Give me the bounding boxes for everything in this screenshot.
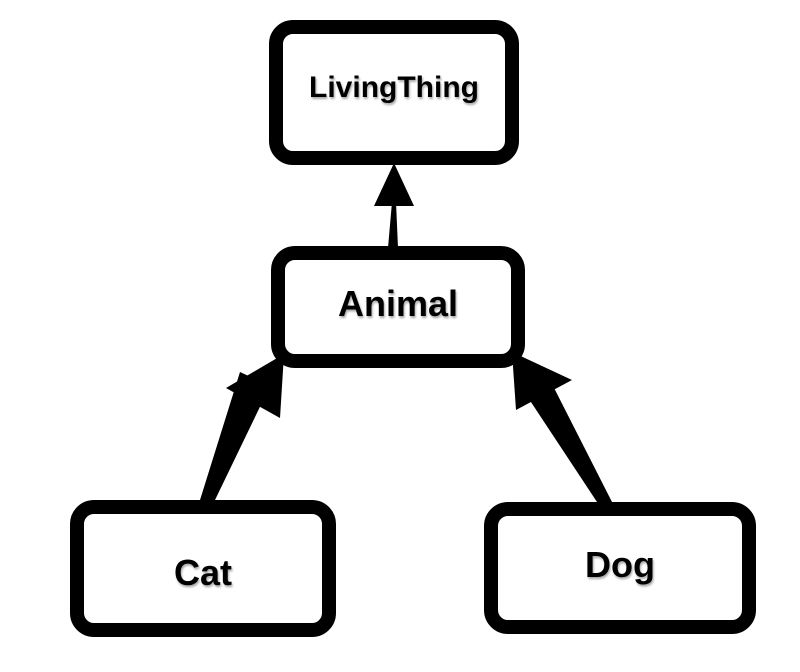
node-cat: Cat bbox=[70, 500, 336, 637]
node-label-livingthing: LivingThing bbox=[309, 70, 479, 104]
node-label-cat: Cat bbox=[173, 551, 232, 593]
node-dog: Dog bbox=[484, 502, 756, 634]
edge-cat-to-animal bbox=[200, 354, 284, 500]
node-livingthing: LivingThing bbox=[269, 20, 519, 165]
edge-dog-to-animal bbox=[512, 352, 612, 502]
node-label-animal: Animal bbox=[337, 283, 459, 324]
edge-animal-to-livingthing bbox=[374, 163, 414, 248]
node-animal: Animal bbox=[271, 246, 525, 368]
node-label-dog: Dog bbox=[585, 544, 655, 585]
